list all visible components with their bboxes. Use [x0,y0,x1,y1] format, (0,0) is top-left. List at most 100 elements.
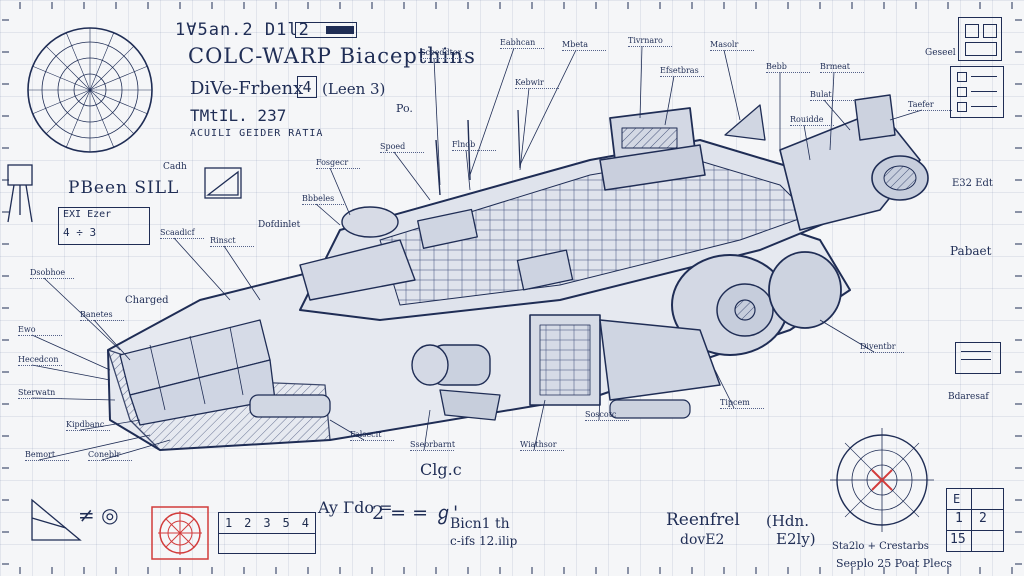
callout-label: Bulat [810,90,832,99]
callout-scribble [350,440,394,444]
callout-scribble [908,110,952,114]
callout-label: Flnob [452,140,476,149]
callout-label: Rinsct [210,236,236,245]
callout-label: Scaadicf [160,228,195,237]
compass-rose-bottom [830,428,934,532]
callout-scribble [585,420,629,424]
callout-label: Wiathsor [520,440,557,449]
footer-note: Seeplo 25 Poat Plecs [836,557,953,570]
callout-label: Spoed [380,142,406,151]
callout-label: Eabhcan [500,38,536,47]
callout-label: Fosgecr [316,158,349,167]
right-label-b: Geseel [925,48,956,58]
left-info-box-title: EXI Ezer [63,209,112,220]
title-code: 1Ɐ5an.2 D1l2 [175,20,310,40]
callout-label: Sceeddtor [420,48,462,57]
right-grid-box [958,17,1002,61]
callout-scribble [790,125,834,129]
callout-label: Tivrnaro [628,36,663,45]
number-box: 4 [297,76,317,98]
callout-label: Efsetbras [660,66,699,75]
easel-icon [7,164,33,223]
callout-label: Bebb [766,62,787,71]
callout-scribble [860,352,904,356]
right-label-d: Bdaresaf [948,392,989,402]
note-b: c-ifs 12.ilip [450,534,518,548]
title-code-box [295,22,357,38]
grid-value-4: 4 [301,516,309,530]
callout-scribble [820,72,864,76]
grid-value-3: 5 [282,516,290,530]
note-c: Reenfrel [666,510,740,530]
right-box-val-3: 15 [950,532,966,547]
callout-label: Taefer [908,100,934,109]
callout-scribble [25,460,69,464]
callout-scribble [18,398,62,402]
left-info-box-value: 4 ÷ 3 [63,226,97,239]
callout-scribble [18,335,62,339]
callout-label: Sseorbarnt [410,440,456,449]
grid-value-1: 2 [244,516,252,530]
callout-label: Coneblr [88,450,121,459]
left-label-c: Cadh [163,162,187,172]
callout-scribble [66,430,110,434]
triangle-diagram-left [31,167,242,541]
callout-label: Bemort [25,450,56,459]
right-mini-box [955,342,1001,374]
right-box-val-0: E [953,492,961,506]
callout-scribble [18,365,62,369]
callout-label: Soscotc [585,410,617,419]
callout-scribble [302,204,346,208]
side-note: Po. [396,102,413,115]
right-label-a: Pabaet [950,244,992,258]
glyph-symbols: ≠ ◎ [78,503,119,527]
compass-rose-top [27,27,153,153]
callout-scribble [628,46,672,50]
left-info-box: EXI Ezer 4 ÷ 3 [58,207,150,245]
callout-scribble [810,100,854,104]
callout-label: Hecedcon [18,355,59,364]
box-note: (Leen 3) [322,80,386,98]
left-label-a: PBeen SILL [68,178,180,198]
callout-scribble [80,320,124,324]
formula-a: Ay Γdo = [318,498,393,517]
leader-lines [31,45,923,461]
callout-scribble [316,168,360,172]
callout-label: Masolr [710,40,739,49]
left-label-b: Charged [125,295,169,306]
callout-scribble [30,278,74,282]
right-checklist [950,66,1004,118]
callout-scribble [660,76,704,80]
callout-scribble [520,450,564,454]
grid-value-0: 1 [224,516,233,530]
callout-label: Banetes [80,310,113,319]
main-title: COLC-WARP Biacepthins [188,44,476,68]
callout-scribble [160,238,204,242]
callout-label: Kipdbanc [66,420,105,429]
callout-scribble [766,72,810,76]
note-a: Bicn1 th [450,516,510,532]
callout-label: Brmeat [820,62,851,71]
callout-label: Sterwatn [18,388,56,397]
callout-scribble [720,408,764,412]
right-value-box: E 1 2 15 [946,488,1004,552]
callout-scribble [88,460,132,464]
callout-label: Diventbr [860,342,896,351]
callout-label: Dsobhoe [30,268,66,277]
note-f: E2ly) [776,530,816,548]
spec-line-4: ACUILI GEIDER RATIA [190,128,324,139]
note-e: (Hdn. [766,512,809,530]
red-target-box [151,506,209,560]
callout-label: Mbeta [562,40,589,49]
spaceship-drawing [107,94,929,451]
subtitle: DiVe-Frbenx [190,78,304,99]
left-label-d: Dofdinlet [258,220,301,230]
callout-scribble [380,152,424,156]
callout-scribble [210,246,254,250]
right-box-val-1: 1 [955,511,963,526]
callout-scribble [515,88,559,92]
